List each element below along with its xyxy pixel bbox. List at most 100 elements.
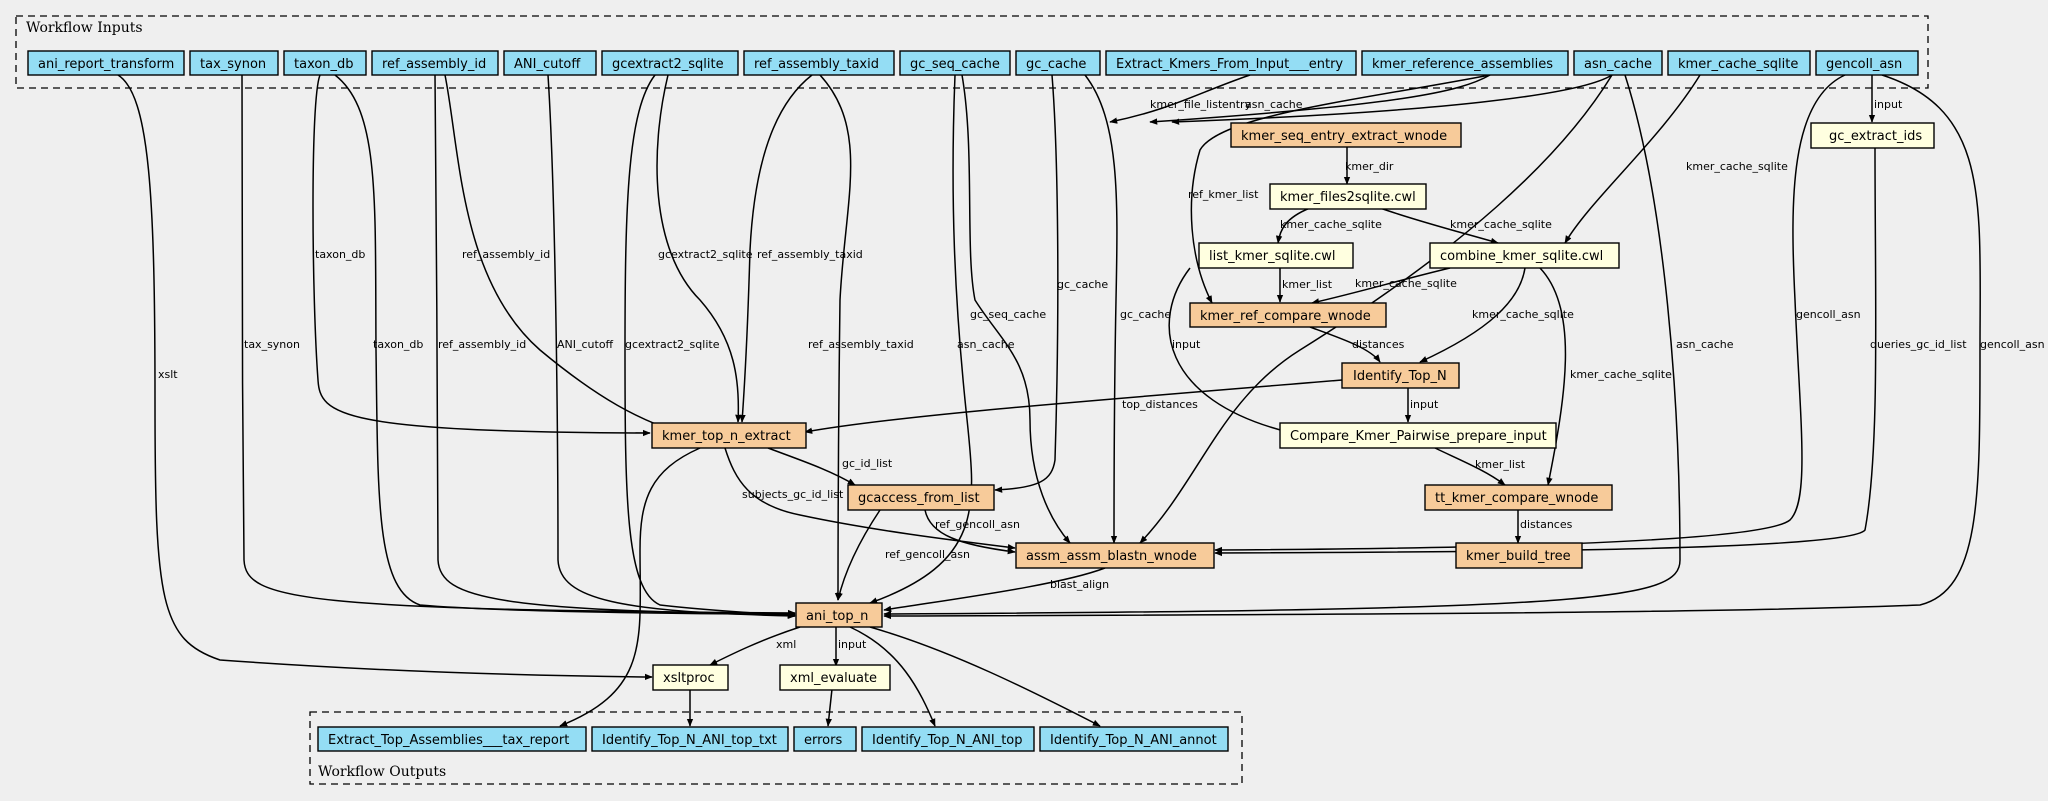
node-label: kmer_ref_compare_wnode [1200,309,1371,324]
edge-gc-cache-blastn: gc_cache [1084,74,1171,544]
edge-label: kmer_list [1282,278,1333,291]
edge-gc-id-list: gc_id_list [767,447,893,486]
output-identify-top-n-ani-top-txt[interactable]: Identify_Top_N_ANI_top_txt [591,726,789,752]
workflow-inputs-cluster: Workflow Inputs [15,15,1929,89]
edge-gencoll-gcextract: input [1868,75,1903,123]
edge-gcextract2-ani: gcextract2_sqlite [624,74,796,619]
output-identify-top-n-ani-top[interactable]: Identify_Top_N_ANI_top [861,726,1035,752]
node-label: Identify_Top_N [1353,369,1447,384]
tool-list-kmer-sqlite[interactable]: list_kmer_sqlite.cwl [1198,242,1354,269]
node-label: gcaccess_from_list [858,491,980,506]
step-kmer-top-n-extract[interactable]: kmer_top_n_extract [651,422,807,449]
step-kmer-ref-compare-wnode[interactable]: kmer_ref_compare_wnode [1189,302,1387,328]
node-label: ref_assembly_taxid [754,57,879,72]
input-extract-kmers-entry[interactable]: Extract_Kmers_From_Input___entry [1105,50,1357,76]
tool-gc-extract-ids[interactable]: gc_extract_ids [1810,122,1935,149]
node-label: ani_top_n [806,609,868,624]
workflow-outputs-title: Workflow Outputs [318,764,446,780]
edge-label: xslt [158,368,178,381]
edge-ref-assembly-id-extract: ref_assembly_id [444,74,681,434]
node-label: kmer_top_n_extract [662,429,791,444]
output-extract-top-assemblies-tax-report[interactable]: Extract_Top_Assemblies___tax_report [317,726,587,752]
node-label: tt_kmer_compare_wnode [1435,491,1598,506]
edge-list-compare-input: input [1168,267,1289,434]
input-ani-report-transform[interactable]: ani_report_transform [27,50,185,76]
edge-label: blast_align [1050,578,1109,591]
edge-label: asn_cache [1676,338,1734,351]
input-kmer-reference-assemblies[interactable]: kmer_reference_assemblies [1361,50,1569,76]
edge-label: entry [1222,98,1252,111]
edge-label: taxon_db [373,338,423,351]
edge-files2sqlite-combine: kmer_cache_sqlite [1379,207,1552,245]
tool-kmer-files2sqlite[interactable]: kmer_files2sqlite.cwl [1269,183,1427,210]
input-ref-assembly-id[interactable]: ref_assembly_id [371,50,499,76]
edge-label: ref_assembly_id [438,338,526,351]
node-label: kmer_seq_entry_extract_wnode [1241,129,1447,144]
input-gc-seq-cache[interactable]: gc_seq_cache [899,50,1011,76]
edge-label: input [1410,398,1439,411]
input-gcextract2-sqlite[interactable]: gcextract2_sqlite [601,50,739,76]
tool-xsltproc[interactable]: xsltproc [652,664,729,691]
edge-kmer-file-list: kmer_file_list [1149,74,1491,125]
step-tt-kmer-compare-wnode[interactable]: tt_kmer_compare_wnode [1424,484,1613,511]
output-errors[interactable]: errors [793,726,857,752]
input-gc-cache[interactable]: gc_cache [1015,50,1101,76]
step-identify-top-n[interactable]: Identify_Top_N [1341,362,1460,389]
edge-label: kmer_cache_sqlite [1450,218,1552,231]
node-label: combine_kmer_sqlite.cwl [1440,249,1603,264]
node-label: gencoll_asn [1826,57,1902,72]
edge-label: taxon_db [315,248,365,261]
edge-label: kmer_cache_sqlite [1355,277,1457,290]
node-label: kmer_build_tree [1466,549,1571,564]
edge-kmer-list-ref: kmer_list [1276,268,1333,303]
edge-combine-identify: kmer_cache_sqlite [1419,267,1574,363]
edge-gencoll-ani: gencoll_asn [883,74,2045,620]
edge-blast-align: blast_align [883,567,1109,613]
edge-label: ANI_cutoff [557,338,614,351]
edge-ref-taxid-ani: ref_assembly_taxid [808,74,914,601]
edge-label: kmer_cache_sqlite [1280,218,1382,231]
input-tax-synon[interactable]: tax_synon [189,50,279,76]
edge-entry: entry [1109,74,1252,124]
input-asn-cache[interactable]: asn_cache [1573,50,1663,76]
tool-combine-kmer-sqlite[interactable]: combine_kmer_sqlite.cwl [1429,242,1620,269]
output-identify-top-n-ani-annot[interactable]: Identify_Top_N_ANI_annot [1039,726,1229,752]
edge-label: top_distances [1122,398,1198,411]
step-ani-top-n[interactable]: ani_top_n [795,602,883,628]
input-ref-assembly-taxid[interactable]: ref_assembly_taxid [743,50,895,76]
step-kmer-build-tree[interactable]: kmer_build_tree [1455,542,1583,569]
step-kmer-seq-entry-extract-wnode[interactable]: kmer_seq_entry_extract_wnode [1230,122,1462,148]
input-kmer-cache-sqlite[interactable]: kmer_cache_sqlite [1667,50,1811,76]
edge-combine-ref: kmer_cache_sqlite [1311,267,1457,305]
edge-label: kmer_cache_sqlite [1472,308,1574,321]
node-label: Compare_Kmer_Pairwise_prepare_input [1290,429,1547,444]
edge-taxon-db-ani: taxon_db [334,74,796,618]
edge-label: asn_cache [1245,98,1303,111]
input-ani-cutoff[interactable]: ANI_cutoff [503,50,597,76]
tool-xml-evaluate[interactable]: xml_evaluate [779,664,891,691]
input-taxon-db[interactable]: taxon_db [283,50,367,76]
step-gcaccess-from-list[interactable]: gcaccess_from_list [847,484,995,511]
input-gencoll-asn[interactable]: gencoll_asn [1815,50,1919,76]
step-assm-assm-blastn-wnode[interactable]: assm_assm_blastn_wnode [1015,542,1215,569]
node-label: ani_report_transform [38,57,174,72]
edge-asn-cache-ani-left: asn_cache [869,74,1015,604]
node-label: errors [804,733,842,748]
node-label: ANI_cutoff [514,57,581,72]
node-label: kmer_reference_assemblies [1372,57,1553,72]
node-label: taxon_db [294,57,354,72]
edge-asn-cache-seq: asn_cache [1171,74,1613,125]
tool-compare-kmer-pairwise-prepare-input[interactable]: Compare_Kmer_Pairwise_prepare_input [1279,422,1557,449]
node-label: ref_assembly_id [382,57,486,72]
edge-label: distances [1520,518,1573,531]
edge-label: xml [776,638,796,651]
node-label: Identify_Top_N_ANI_top_txt [602,733,777,748]
node-label: gc_extract_ids [1829,129,1922,144]
node-label: xml_evaluate [790,671,877,686]
edge-tt-tree: distances [1514,510,1573,544]
edge-label: gcextract2_sqlite [658,248,753,261]
edge-label: gc_seq_cache [970,308,1046,321]
edge-identify-compare: input [1404,388,1439,423]
edge-label: gcextract2_sqlite [625,338,720,351]
edge-label: asn_cache [957,338,1015,351]
